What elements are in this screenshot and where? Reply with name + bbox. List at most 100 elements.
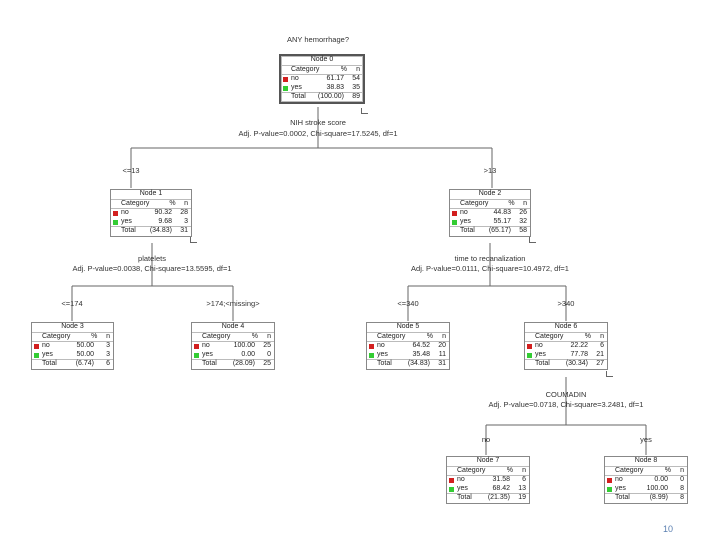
row-percent: 68.42 bbox=[492, 484, 510, 492]
branch-label: >340 bbox=[557, 299, 575, 308]
swatch-spacer bbox=[607, 496, 612, 501]
row-percent: (100.00) bbox=[317, 93, 344, 101]
row-category: no bbox=[460, 209, 468, 217]
node-header-row: Category% n bbox=[281, 66, 363, 76]
legend-swatch-no bbox=[607, 477, 612, 483]
header-n: n bbox=[356, 65, 360, 73]
row-category: Total bbox=[202, 360, 217, 368]
page-number: 10 bbox=[663, 524, 674, 534]
row-percent: 9.68 bbox=[158, 217, 172, 225]
header-pct: % bbox=[340, 65, 348, 73]
row-percent: 64.52 bbox=[412, 342, 430, 350]
node-total-row: Total(65.17)58 bbox=[450, 226, 530, 236]
row-percent: (6.74) bbox=[75, 360, 94, 368]
split-stats: Adj. P-value=0.0111, Chi-square=10.4972,… bbox=[411, 264, 569, 273]
node-title: Node 6 bbox=[525, 323, 607, 333]
collapse-marker-icon[interactable] bbox=[190, 237, 197, 243]
row-percent: 55.17 bbox=[493, 217, 511, 225]
node-header-row: Category%n bbox=[367, 333, 449, 343]
header-category: Category bbox=[202, 332, 231, 340]
row-count: 28 bbox=[180, 209, 188, 217]
legend-swatch-no bbox=[194, 343, 199, 349]
swatch-spacer bbox=[527, 362, 532, 367]
legend-swatch-no bbox=[449, 477, 454, 483]
collapse-marker-icon[interactable] bbox=[361, 108, 368, 114]
legend-swatch-no bbox=[34, 343, 39, 349]
row-percent: 31.58 bbox=[492, 476, 510, 484]
row-percent: 0.00 bbox=[654, 476, 668, 484]
legend-swatch-no bbox=[113, 210, 118, 216]
node-title: Node 3 bbox=[32, 323, 113, 333]
split-stats: Adj. P-value=0.0038, Chi-square=13.5595,… bbox=[72, 264, 232, 273]
row-count: 89 bbox=[352, 93, 360, 101]
row-count: 6 bbox=[522, 476, 526, 484]
row-category: yes bbox=[535, 350, 546, 358]
header-n: n bbox=[523, 199, 527, 207]
collapse-marker-icon[interactable] bbox=[606, 371, 613, 377]
legend-swatch-yes bbox=[113, 219, 118, 225]
swatch-spacer bbox=[113, 229, 118, 234]
row-percent: 44.83 bbox=[493, 209, 511, 217]
header-pct: % bbox=[91, 332, 98, 340]
row-category: yes bbox=[202, 350, 213, 358]
node-total-row: Total(21.35)19 bbox=[447, 493, 529, 503]
header-category: Category bbox=[291, 65, 320, 73]
row-count: 31 bbox=[438, 360, 446, 368]
legend-swatch-yes bbox=[607, 486, 612, 492]
row-count: 58 bbox=[519, 227, 527, 235]
row-percent: (34.83) bbox=[407, 360, 430, 368]
legend-swatch-yes bbox=[34, 352, 39, 358]
row-count: 0 bbox=[680, 476, 684, 484]
row-category: Total bbox=[457, 494, 472, 502]
row-category: no bbox=[457, 476, 465, 484]
header-category: Category bbox=[377, 332, 406, 340]
node-total-row: Total(28.09)25 bbox=[192, 359, 274, 369]
node-title: Node 4 bbox=[192, 323, 274, 333]
row-percent: 100.00 bbox=[646, 484, 668, 492]
node-title: Node 2 bbox=[450, 190, 530, 200]
split-variable: time to recanalization bbox=[454, 254, 526, 263]
row-category: no bbox=[202, 342, 210, 350]
collapse-marker-icon[interactable] bbox=[529, 237, 536, 243]
legend-swatch-no bbox=[527, 343, 532, 349]
row-count: 11 bbox=[438, 350, 446, 358]
row-percent: 61.17 bbox=[326, 75, 344, 83]
row-percent: (28.09) bbox=[232, 360, 255, 368]
row-percent: 50.00 bbox=[76, 350, 94, 358]
header-pct: % bbox=[169, 199, 176, 207]
branch-label: >13 bbox=[483, 166, 497, 175]
swatch-spacer bbox=[449, 496, 454, 501]
node-total-row: Total(30.34)27 bbox=[525, 359, 607, 369]
row-percent: (65.17) bbox=[488, 227, 511, 235]
row-count: 3 bbox=[184, 217, 188, 225]
row-percent: (8.99) bbox=[649, 494, 668, 502]
branch-label: <=340 bbox=[397, 299, 419, 308]
root-question: ANY hemorrhage? bbox=[287, 35, 349, 44]
swatch-spacer bbox=[34, 362, 39, 367]
swatch-spacer bbox=[113, 201, 118, 206]
row-category: no bbox=[291, 75, 299, 83]
split-stats: Adj. P-value=0.0718, Chi-square=3.2481, … bbox=[488, 400, 644, 409]
header-category: Category bbox=[615, 466, 644, 474]
row-percent: (34.83) bbox=[149, 227, 172, 235]
row-category: no bbox=[42, 342, 50, 350]
header-n: n bbox=[267, 332, 271, 340]
